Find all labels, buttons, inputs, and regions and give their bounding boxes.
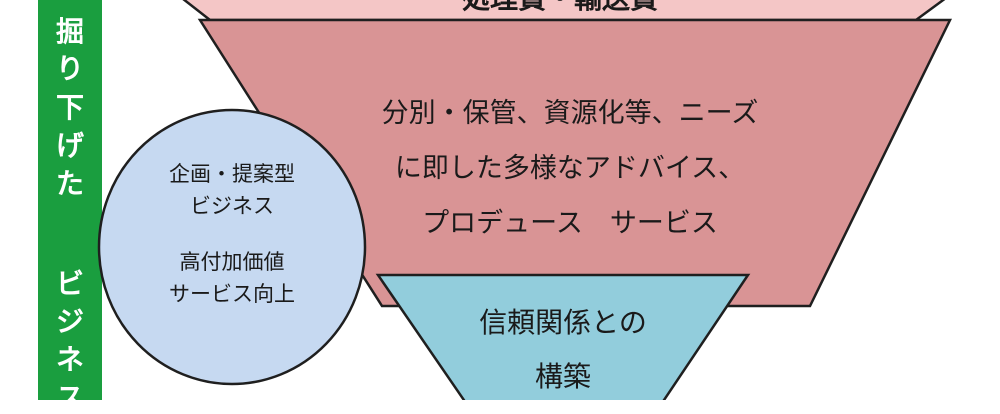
- top-band-label: 処理費・輸送費: [300, 0, 820, 16]
- left-bar-char: 下: [55, 91, 84, 124]
- middle-text: 分別・保管、資源化等、ニーズ に即した多様なアドバイス、 プロデュース サービス: [290, 86, 850, 251]
- circle-text: 企画・提案型 ビジネス 高付加価値 サービス向上: [130, 158, 334, 310]
- left-bar-char: た: [55, 167, 84, 200]
- left-bar-text: 掘り下げたビジネス: [38, 0, 102, 412]
- left-bar-char: げ: [55, 129, 84, 162]
- circle-line-1: 企画・提案型: [169, 162, 295, 186]
- left-bar-char: ネ: [55, 343, 84, 376]
- bottom-line-1: 信頼関係との: [479, 306, 647, 339]
- circle-spacer: [130, 222, 334, 246]
- left-bar-char: ジ: [55, 305, 84, 338]
- bottom-text: 信頼関係との 構築: [440, 296, 686, 404]
- circle-line-2: ビジネス: [190, 194, 274, 218]
- left-bar-char: り: [55, 52, 84, 85]
- bottom-line-2: 構築: [534, 360, 591, 393]
- middle-line-3: プロデュース サービス: [422, 208, 718, 239]
- bottom-inverted-triangle: [375, 273, 751, 400]
- middle-line-2: に即した多様なアドバイス、: [394, 153, 746, 184]
- left-bar-char: ビ: [55, 267, 84, 300]
- business-circle: [97, 108, 367, 386]
- circle-line-5: サービス向上: [169, 282, 295, 306]
- left-bar-char: ス: [55, 381, 84, 414]
- left-vertical-bar: [38, 0, 102, 400]
- middle-line-1: 分別・保管、資源化等、ニーズ: [381, 98, 759, 129]
- circle-line-4: 高付加価値: [179, 250, 285, 274]
- left-bar-char: 掘: [55, 15, 84, 48]
- diagram-canvas: [38, 0, 953, 400]
